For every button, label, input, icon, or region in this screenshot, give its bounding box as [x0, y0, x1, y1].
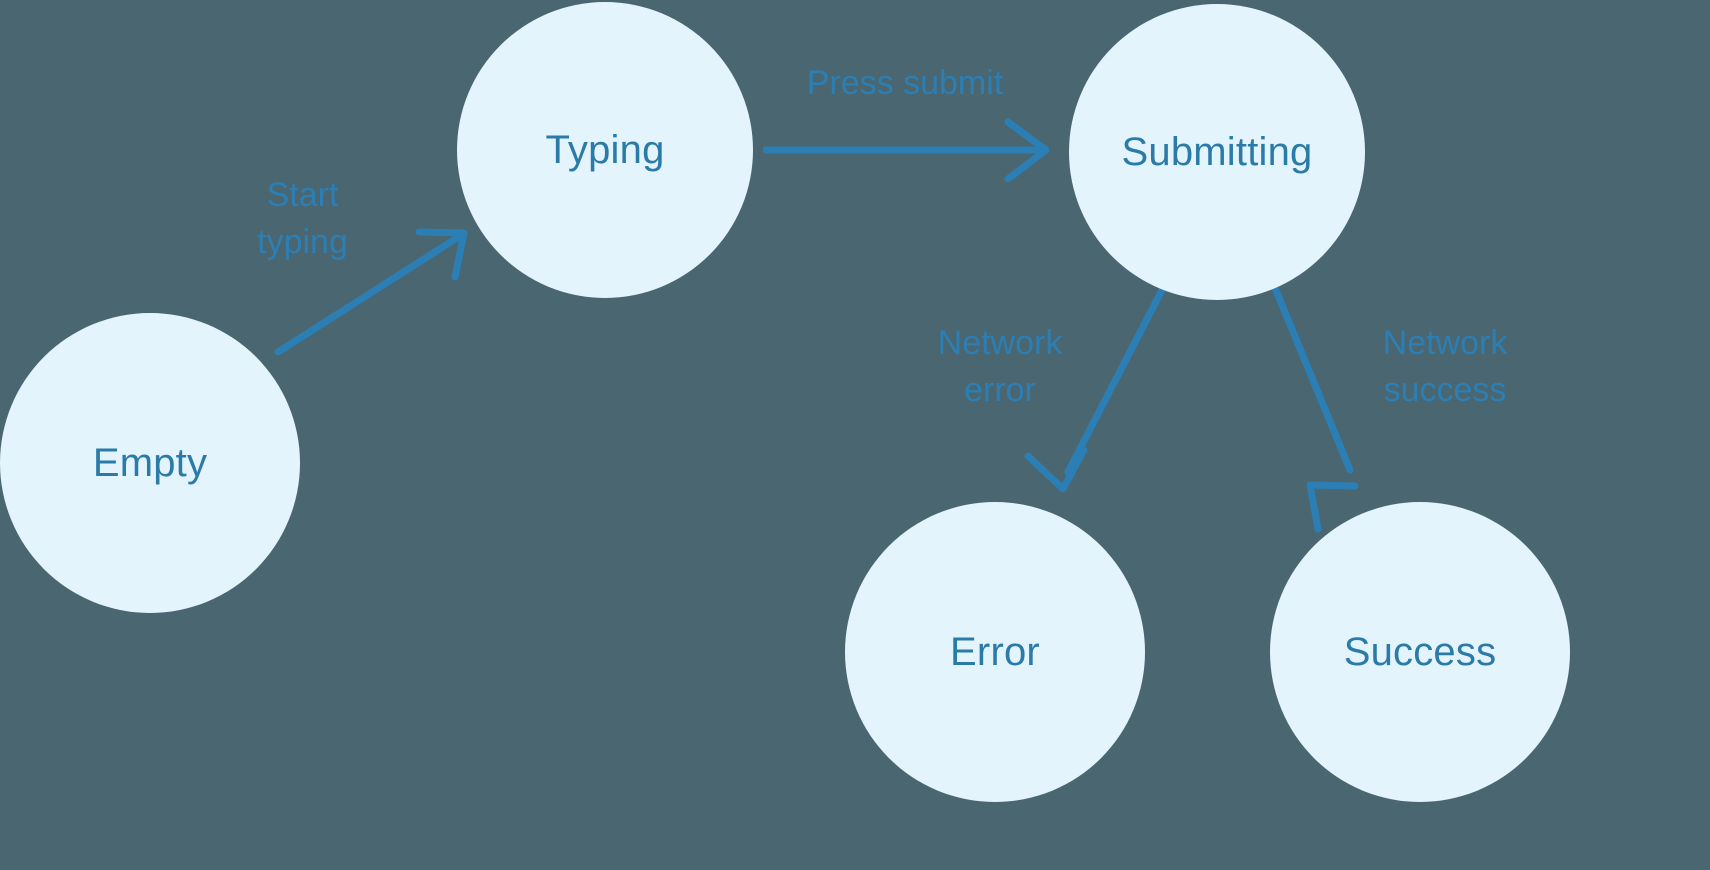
state-node-label: Error [950, 630, 1040, 674]
state-node-label: Submitting [1121, 130, 1313, 174]
state-node-typing[interactable]: Typing [457, 2, 753, 298]
state-node-success[interactable]: Success [1270, 502, 1570, 802]
state-node-submitting[interactable]: Submitting [1069, 4, 1365, 300]
arrowhead-icon [1004, 118, 1050, 183]
edge-label-network-error: Network error [937, 324, 1063, 409]
state-node-empty[interactable]: Empty [0, 313, 300, 613]
edge-label-network-success: Network success [1382, 324, 1508, 409]
state-node-label: Empty [92, 441, 208, 485]
arrowhead-icon [415, 228, 468, 281]
edge-label-press-submit: Press submit [806, 64, 1004, 102]
state-node-label: Typing [545, 128, 665, 172]
state-node-error[interactable]: Error [845, 502, 1145, 802]
arrowhead-icon [1024, 446, 1088, 493]
state-node-label: Success [1343, 630, 1497, 674]
edge-label-start-typing: Start typing [257, 176, 348, 261]
edge-typing-to-submitting [762, 118, 1050, 183]
